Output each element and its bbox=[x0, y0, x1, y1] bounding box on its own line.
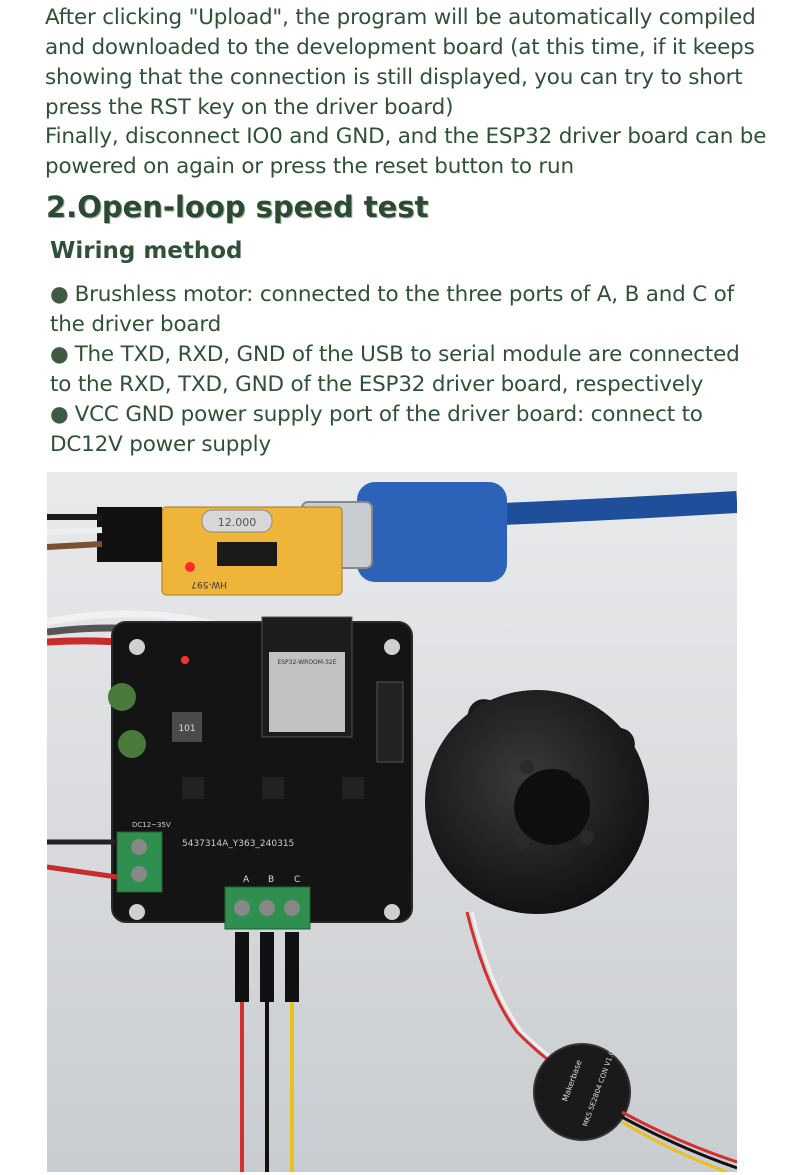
bullet-icon: ● bbox=[50, 282, 69, 307]
wiring-item: ●VCC GND power supply port of the driver… bbox=[50, 400, 790, 430]
intro-line-1: After clicking "Upload", the program wil… bbox=[45, 5, 756, 30]
wiring-text: The TXD, RXD, GND of the USB to serial m… bbox=[74, 342, 740, 367]
wiring-photo: 12.000 HW-597 ESP32-WROOM-32E 101 bbox=[47, 472, 737, 1172]
bullet-icon: ● bbox=[50, 402, 69, 427]
wiring-item-cont: DC12V power supply bbox=[50, 432, 271, 457]
encoder-board: Makerbase MKS SE2804 CON V1.0 bbox=[533, 1043, 737, 1172]
port-label-c: C bbox=[294, 875, 300, 885]
wiring-item-cont: to the RXD, TXD, GND of the ESP32 driver… bbox=[50, 372, 704, 397]
inductor-label: 101 bbox=[178, 724, 195, 734]
section-subtitle: Wiring method bbox=[50, 238, 243, 264]
port-label-b: B bbox=[268, 875, 274, 885]
usb-serial-module: 12.000 HW-597 bbox=[97, 506, 343, 596]
driver-board: ESP32-WROOM-32E 101 5437314A_Y363_240315… bbox=[108, 616, 413, 923]
brushless-motor bbox=[425, 690, 649, 914]
esp-module-label: ESP32-WROOM-32E bbox=[277, 659, 336, 666]
board-code: 5437314A_Y363_240315 bbox=[182, 839, 294, 849]
wiring-item: ●The TXD, RXD, GND of the USB to serial … bbox=[50, 340, 790, 370]
power-label: DC12~35V bbox=[132, 821, 171, 829]
power-terminal bbox=[47, 831, 163, 893]
wiring-item: ●Brushless motor: connected to the three… bbox=[50, 280, 790, 310]
section-title: 2.Open-loop speed test bbox=[46, 190, 429, 224]
usb-module-label: HW-597 bbox=[191, 579, 227, 589]
intro-line-4: press the RST key on the driver board) bbox=[45, 95, 454, 120]
intro-line-3: showing that the connection is still dis… bbox=[45, 65, 743, 90]
port-label-a: A bbox=[243, 875, 250, 885]
crystal-label: 12.000 bbox=[218, 516, 257, 529]
wiring-text: Brushless motor: connected to the three … bbox=[74, 282, 735, 307]
intro-line-6: powered on again or press the reset butt… bbox=[45, 154, 574, 179]
wiring-text: VCC GND power supply port of the driver … bbox=[74, 402, 703, 427]
motor-terminal bbox=[224, 886, 311, 1172]
intro-line-5: Finally, disconnect IO0 and GND, and the… bbox=[45, 124, 767, 149]
intro-line-2: and downloaded to the development board … bbox=[45, 35, 755, 60]
wiring-item-cont: the driver board bbox=[50, 312, 222, 337]
bullet-icon: ● bbox=[50, 342, 69, 367]
